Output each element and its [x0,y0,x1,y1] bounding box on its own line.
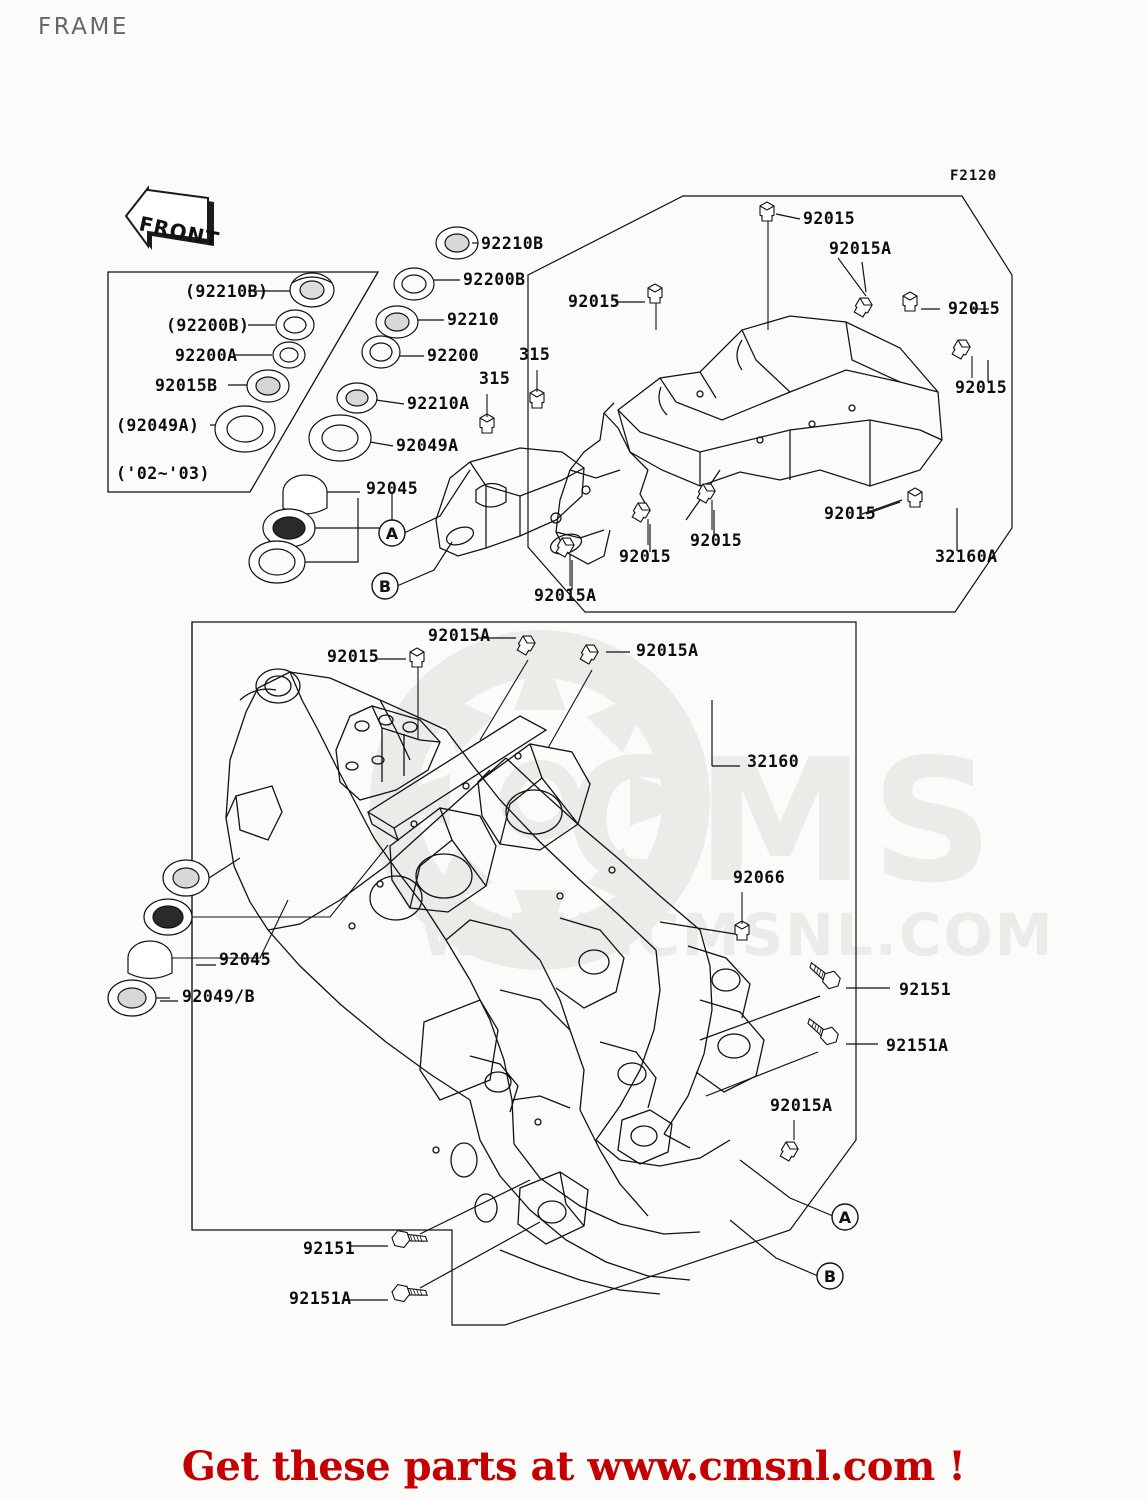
rear-subframe-drawing [435,315,943,565]
part-callout-92015: 92015 [568,292,621,311]
part-callout-32160: 32160 [747,752,800,771]
part-callout-92015a: 92015A [829,239,892,258]
legend-item-2: 92200A [175,346,238,365]
footer-cta: Get these parts at www.cmsnl.com ! [181,1443,966,1490]
part-callout-32160a: 32160A [935,547,998,566]
part-callout-92015a: 92015A [636,641,699,660]
part-callout-92015a: 92015A [428,626,491,645]
part-callout-92066: 92066 [733,868,786,887]
part-callout-92015: 92015 [948,299,1001,318]
part-callout-92015: 92015 [803,209,856,228]
legend-item-1: (92200B) [166,316,250,335]
part-callout-92200: 92200 [427,346,480,365]
legend-item-4: (92049A) [116,416,200,435]
part-callout-92151a: 92151A [886,1036,949,1055]
part-callout-92151: 92151 [303,1239,356,1258]
part-callout-92015: 92015 [824,504,877,523]
reference-marker-b: B [815,1261,845,1291]
part-callout-92045: 92045 [219,950,272,969]
svg-text:A: A [386,524,399,543]
part-callout-92151: 92151 [899,980,952,999]
part-callout-92049a: 92049A [396,436,459,455]
svg-text:A: A [839,1208,852,1227]
legend-year-note: ('02~'03) [116,464,210,483]
legend-box-outline [107,271,380,493]
part-callout-92015: 92015 [619,547,672,566]
reference-marker-a: A [377,518,407,548]
svg-text:WWW.CMSNL.COM: WWW.CMSNL.COM [420,901,1054,969]
part-callout-92210a: 92210A [407,394,470,413]
part-callout-315: 315 [479,369,511,388]
part-callout-92210b: 92210B [481,234,544,253]
part-callout-315: 315 [519,345,551,364]
legend-item-0: (92210B) [185,282,269,301]
main-frame-drawing [225,668,765,1295]
mainframe-group-boundary [191,621,857,1326]
legend-item-3: 92015B [155,376,218,395]
svg-text:B: B [379,577,391,596]
page-title: FRAME [38,14,129,40]
ref-marker-leaders-lower [729,1159,834,1277]
part-callout-92045: 92045 [366,479,419,498]
part-callout-92015a: 92015A [770,1096,833,1115]
front-direction-arrow: FRONT [122,184,222,262]
main-frame-fasteners [345,631,890,1307]
part-callout-92015: 92015 [327,647,380,666]
svg-text:B: B [824,1267,836,1286]
cms-watermark: CMS WWW.CMSNL.COM [370,630,1054,970]
part-callout-92200b: 92200B [463,270,526,289]
part-callout-92015: 92015 [690,531,743,550]
diagram-code: F2120 [950,168,998,184]
reference-marker-a: A [830,1202,860,1232]
subframe-fasteners [479,201,973,586]
part-callout-92151a: 92151A [289,1289,352,1308]
part-callout-92049b: 92049/B [182,987,256,1006]
part-callout-92015: 92015 [955,378,1008,397]
part-callout-92210: 92210 [447,310,500,329]
part-callout-92015a: 92015A [534,586,597,605]
reference-marker-b: B [370,571,400,601]
